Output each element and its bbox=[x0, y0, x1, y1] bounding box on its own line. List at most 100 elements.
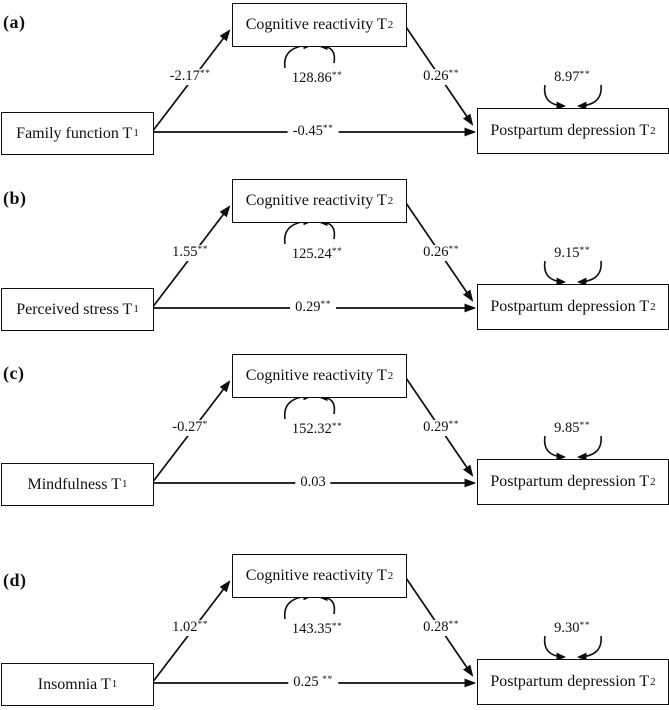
mediator-box-label: Cognitive reactivity T bbox=[245, 567, 387, 584]
predictor-box-label: Family function T bbox=[16, 124, 133, 142]
significance-stars: ** bbox=[322, 124, 334, 135]
mediator-variance-arrow-left bbox=[283, 596, 311, 620]
coefficient-value: 0.28 bbox=[423, 619, 449, 636]
outcome-variance-arrow-left bbox=[543, 84, 564, 106]
significance-stars: ** bbox=[448, 420, 459, 431]
significance-stars: ** bbox=[331, 422, 343, 433]
mediator-variance-value: 128.86** bbox=[288, 70, 346, 87]
outcome-subscript: 2 bbox=[650, 675, 656, 688]
path-b-coefficient: 0.26** bbox=[420, 68, 462, 85]
predictor-subscript: 1 bbox=[121, 478, 128, 490]
outcome-variance-value: 9.85** bbox=[551, 420, 593, 437]
significance-stars: ** bbox=[331, 622, 343, 633]
mediator-variance-arrow-right bbox=[320, 597, 336, 615]
coefficient-value: -0.27 bbox=[172, 419, 203, 436]
outcome-variance-value: 9.15** bbox=[551, 245, 593, 262]
significance-stars: ** bbox=[322, 675, 333, 686]
coefficient-value: 1.55 bbox=[172, 244, 198, 261]
significance-stars: ** bbox=[579, 246, 590, 257]
significance-stars: ** bbox=[448, 620, 459, 631]
mediator-variance-value: 152.32** bbox=[288, 421, 346, 438]
panel-a-label: (a) bbox=[3, 12, 26, 32]
direct-path-coefficient: -0.45** bbox=[287, 123, 339, 140]
coefficient-value: 0.26 bbox=[423, 68, 449, 85]
coefficient-value: 9.85 bbox=[554, 420, 580, 437]
outcome-subscript: 2 bbox=[650, 300, 656, 313]
predictor-subscript: 1 bbox=[111, 678, 118, 690]
mediator-box-label: Cognitive reactivity T bbox=[245, 16, 387, 33]
mediator-variance-arrow-left bbox=[283, 221, 311, 245]
coefficient-value: 125.24 bbox=[291, 246, 332, 263]
mediator-subscript: 2 bbox=[387, 569, 394, 582]
panel-b-label: (b) bbox=[3, 188, 27, 208]
significance-stars: ** bbox=[197, 620, 208, 631]
outcome-box-label: Postpartum depression T bbox=[490, 473, 650, 490]
outcome-box-label: Postpartum depression T bbox=[490, 122, 650, 139]
mediator-box-label: Cognitive reactivity T bbox=[245, 367, 387, 384]
predictor-box-label: Perceived stress T bbox=[16, 300, 133, 318]
outcome-box-label: Postpartum depression T bbox=[490, 298, 650, 315]
coefficient-value: 0.03 bbox=[300, 474, 326, 491]
mediator-subscript: 2 bbox=[387, 18, 394, 31]
outcome-variance-arrow-right bbox=[579, 435, 602, 457]
direct-path-coefficient: 0.03 bbox=[295, 474, 331, 491]
coefficient-value: 8.97 bbox=[554, 69, 580, 86]
panel-d-label: (d) bbox=[3, 570, 27, 590]
significance-stars: ** bbox=[579, 70, 590, 81]
significance-stars: ** bbox=[579, 621, 590, 632]
coefficient-value: 0.25 bbox=[293, 674, 323, 691]
predictor-subscript: 1 bbox=[133, 303, 139, 315]
coefficient-value: 0.29 bbox=[295, 299, 321, 316]
predictor-box-label: Insomnia T bbox=[37, 675, 111, 693]
panel-c-label: (c) bbox=[3, 363, 25, 383]
coefficient-value: 9.30 bbox=[554, 620, 580, 637]
mediator-variance-arrow-right bbox=[320, 397, 336, 415]
significance-stars: ** bbox=[448, 69, 459, 80]
coefficient-value: -2.17 bbox=[169, 68, 200, 85]
coefficient-value: 128.86 bbox=[291, 70, 332, 87]
outcome-variance-arrow-left bbox=[543, 435, 564, 457]
mediator-variance-arrow-right bbox=[320, 46, 336, 64]
mediator-subscript: 2 bbox=[387, 194, 394, 207]
coefficient-value: -0.45 bbox=[292, 123, 323, 140]
path-a-coefficient: -2.17** bbox=[166, 68, 214, 85]
outcome-box-label: Postpartum depression T bbox=[490, 673, 650, 690]
mediator-variance-arrow-left bbox=[283, 396, 311, 420]
direct-path-coefficient: 0.25 ** bbox=[288, 674, 338, 691]
outcome-variance-value: 9.30** bbox=[551, 620, 593, 637]
outcome-subscript: 2 bbox=[650, 475, 656, 488]
direct-path-coefficient: 0.29** bbox=[290, 299, 336, 316]
significance-stars: ** bbox=[320, 300, 331, 311]
outcome-variance-value: 8.97** bbox=[551, 69, 593, 86]
path-a-coefficient: 1.55** bbox=[169, 244, 211, 261]
coefficient-value: 143.35 bbox=[291, 621, 332, 638]
coefficient-value: 152.32 bbox=[291, 421, 332, 438]
path-b-coefficient: 0.28** bbox=[420, 619, 462, 636]
significance-stars: ** bbox=[331, 71, 343, 82]
significance-stars: ** bbox=[331, 247, 343, 258]
mediator-variance-arrow-right bbox=[320, 222, 336, 240]
path-b-coefficient: 0.29** bbox=[420, 419, 462, 436]
outcome-subscript: 2 bbox=[650, 124, 656, 137]
path-b-coefficient: 0.26** bbox=[420, 244, 462, 261]
significance-stars: ** bbox=[197, 245, 208, 256]
outcome-variance-arrow-left bbox=[543, 635, 564, 657]
outcome-variance-arrow-right bbox=[579, 635, 602, 657]
predictor-subscript: 1 bbox=[133, 127, 139, 139]
mediator-variance-arrow-left bbox=[283, 45, 311, 69]
mediator-box-label: Cognitive reactivity T bbox=[245, 192, 387, 209]
